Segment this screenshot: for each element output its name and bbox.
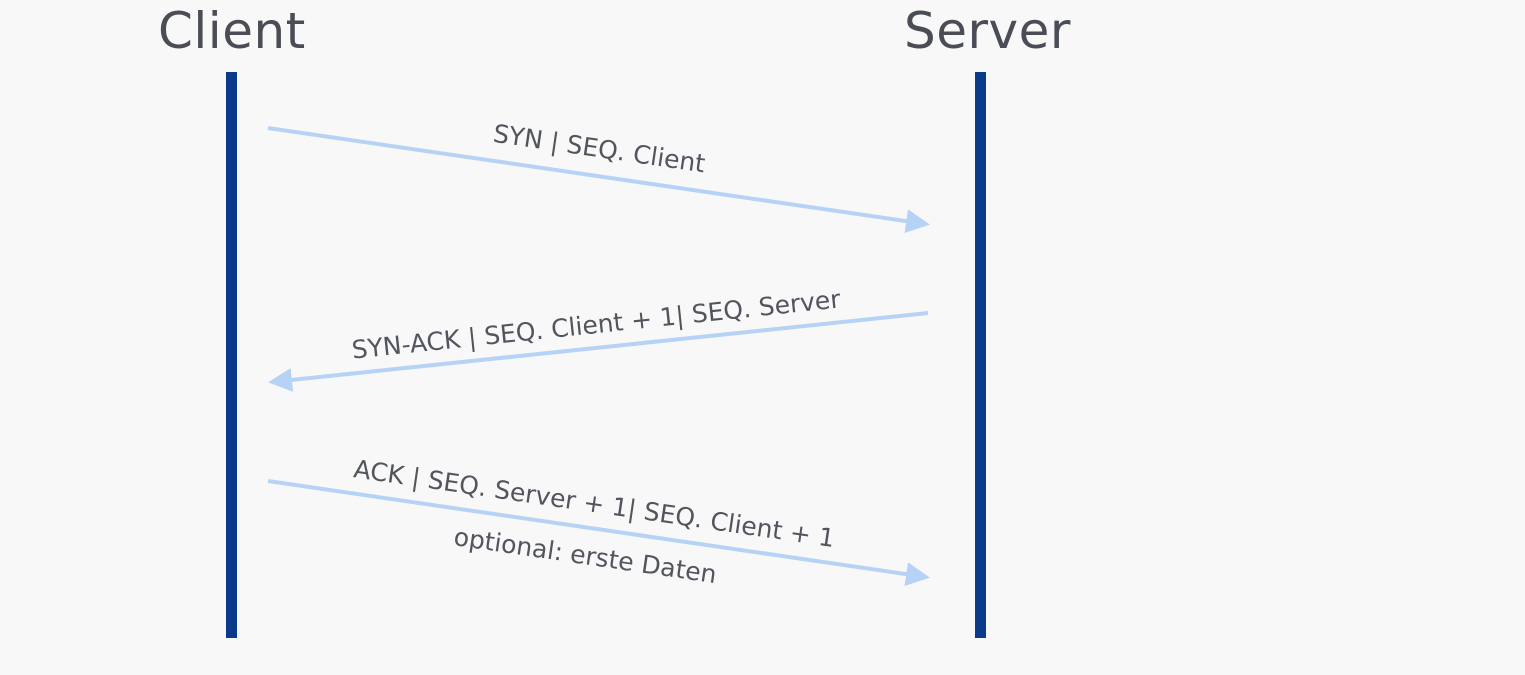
client-lifeline (226, 72, 237, 638)
client-title: Client (158, 2, 306, 60)
syn-ack-arrow (268, 311, 929, 392)
syn-arrow (267, 126, 930, 233)
syn-ack-label: SYN-ACK | SEQ. Client + 1| SEQ. Server (350, 284, 842, 364)
syn-label: SYN | SEQ. Client (491, 119, 707, 179)
ack-arrow (267, 479, 930, 586)
server-title: Server (904, 2, 1071, 60)
ack-sublabel: optional: erste Daten (452, 522, 719, 589)
server-lifeline (975, 72, 986, 638)
